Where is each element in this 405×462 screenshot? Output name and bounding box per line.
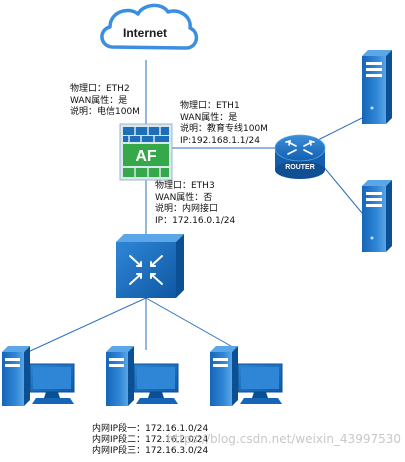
link-router-server-bottom (317, 159, 363, 214)
eth3-desc: 说明：内网接口 (155, 204, 219, 214)
eth1-wan: WAN属性：是 (180, 112, 238, 123)
link-switch-pc-right (145, 297, 239, 351)
eth3-port: 物理口：ETH3 (155, 181, 215, 191)
subnet-2: 内网IP段二：172.16.2.0/24 (92, 435, 209, 445)
server-bottom-icon (362, 180, 392, 252)
subnet-3: 内网IP段三：172.16.3.0/24 (92, 446, 209, 456)
eth1-port: 物理口：ETH1 (180, 101, 240, 111)
eth2-label: 物理口：ETH2 WAN属性：是 说明：电信100M (70, 84, 140, 119)
pc-right-icon (210, 346, 283, 406)
firewall-af-icon: AF (119, 123, 173, 181)
pc-left-icon (2, 346, 75, 406)
subnet-1: 内网IP段一：172.16.1.0/24 (92, 424, 209, 434)
router-label: ROUTER (285, 164, 315, 171)
connection-lines (27, 60, 363, 353)
eth2-wan: WAN属性：是 (70, 95, 128, 106)
pc-middle-icon (106, 346, 179, 406)
eth3-wan: WAN属性：否 (155, 192, 213, 203)
internet-cloud: Internet (100, 3, 199, 50)
core-switch-icon (116, 234, 184, 298)
eth1-label: 物理口：ETH1 WAN属性：是 说明：教育专线100M IP:192.168.… (180, 101, 268, 147)
server-top-icon (362, 50, 392, 124)
eth1-desc: 说明：教育专线100M (180, 124, 268, 134)
firewall-label: AF (135, 148, 157, 165)
watermark: https://blog.csdn.net/weixin_43997530 (166, 432, 401, 446)
eth2-port: 物理口：ETH2 (70, 84, 130, 94)
eth2-desc: 说明：电信100M (70, 107, 140, 117)
eth3-ip: IP：172.16.0.1/24 (155, 215, 236, 226)
eth3-label: 物理口：ETH3 WAN属性：否 说明：内网接口 IP：172.16.0.1/2… (155, 181, 235, 227)
router-icon: ROUTER (274, 134, 326, 179)
link-router-server-top (317, 117, 363, 141)
internet-label: Internet (123, 26, 167, 40)
link-switch-pc-left (27, 297, 147, 353)
subnet-list: 内网IP段一：172.16.1.0/24 内网IP段二：172.16.2.0/2… (92, 424, 208, 457)
eth1-ip: IP:192.168.1.1/24 (180, 135, 260, 146)
